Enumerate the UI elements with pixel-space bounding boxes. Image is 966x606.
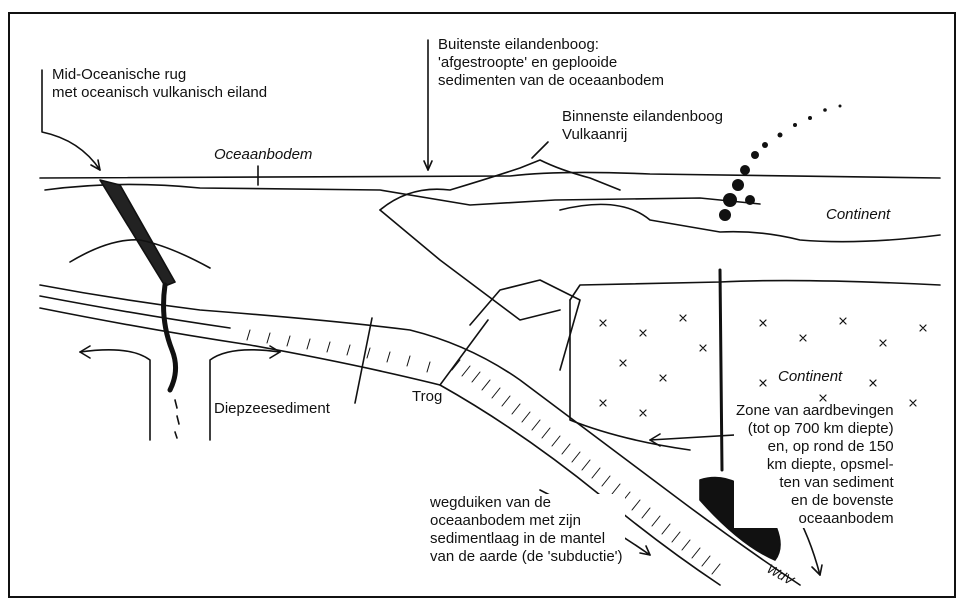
continent-crust-marks: [600, 315, 926, 416]
label-inner-arc: Binnenste eilandenboog Vulkaanrij: [562, 108, 723, 144]
label-mid-ridge: Mid-Oceanische rug met oceanisch vulkani…: [52, 66, 267, 102]
label-subduction: wegduiken van de oceaanbodem met zijn se…: [428, 494, 625, 566]
ridge-magma: [164, 285, 176, 390]
continent-lower: [570, 300, 690, 450]
label-continent-surface: Continent: [826, 206, 890, 224]
convection-left: [80, 350, 150, 440]
rising-dashes: [175, 400, 179, 438]
continent-edge: [570, 281, 940, 300]
convection-right: [210, 350, 280, 440]
leader-diepzee: [355, 318, 372, 403]
label-continent-crust: Continent: [776, 368, 844, 386]
trench-wedge: [470, 280, 580, 370]
eruption-plume: [719, 105, 842, 222]
leader-trog: [440, 320, 488, 385]
label-deep-sea-sediment: Diepzeesediment: [214, 400, 330, 418]
ocean-floor-surface: [45, 184, 760, 205]
volcano-conduit: [720, 270, 722, 470]
label-ocean-floor: Oceaanbodem: [214, 146, 312, 164]
outer-arc-front: [380, 210, 560, 320]
label-earthquake-zone: Zone van aardbevingen (tot op 700 km die…: [734, 402, 896, 528]
ridge-dike: [100, 180, 175, 286]
label-trench: Trog: [412, 388, 442, 406]
leader-inner-arc: [532, 142, 548, 158]
label-outer-arc: Buitenste eilandenboog: 'afgestroopte' e…: [438, 36, 664, 90]
